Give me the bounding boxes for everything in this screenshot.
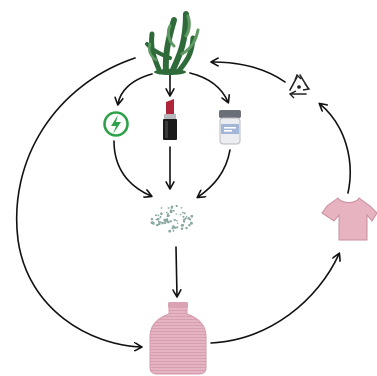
particle-dot	[177, 223, 178, 224]
particle-dot	[174, 219, 176, 221]
energy-icon	[105, 113, 128, 136]
particle-dot	[158, 215, 160, 217]
arrow-shirt-to-recycling	[320, 104, 350, 193]
arrow-container-to-particles	[198, 150, 230, 197]
particle-dot	[183, 218, 185, 220]
arrow-seaweed-to-bottle	[17, 58, 141, 347]
particle-dot	[160, 217, 161, 218]
particle-dot	[166, 212, 168, 214]
jar-icon	[219, 110, 241, 144]
particle-dot	[152, 222, 155, 225]
particle-dot	[181, 207, 183, 209]
particle-dot	[186, 216, 187, 217]
particle-dot	[171, 206, 173, 208]
particle-dot	[168, 230, 171, 233]
particle-dot	[168, 207, 170, 209]
particle-dot	[176, 226, 178, 228]
lipstick-icon	[163, 99, 177, 140]
seaweed-icon	[147, 14, 198, 75]
particle-dot	[161, 222, 164, 225]
particle-dot	[180, 214, 181, 215]
particle-dot	[183, 221, 185, 223]
particle-dot	[167, 215, 169, 217]
arrow-recycling-to-seaweed	[212, 62, 285, 82]
particle-dot	[155, 214, 157, 216]
particle-dot	[184, 212, 186, 214]
arrow-particles-to-bottle	[176, 247, 177, 296]
particle-dot	[158, 223, 161, 226]
particle-dot	[157, 218, 160, 221]
shirt-icon	[322, 198, 377, 240]
particle-dot	[151, 218, 153, 220]
particle-dot	[181, 227, 184, 230]
particle-dot	[182, 224, 184, 226]
particle-dot	[189, 225, 191, 227]
arrow-bottle-to-shirt	[211, 254, 339, 343]
arrow-seaweed-to-container	[190, 73, 228, 102]
particle-dot	[188, 217, 190, 219]
particle-dot	[160, 212, 163, 215]
particle-dot	[164, 222, 166, 224]
particle-dot	[176, 205, 178, 207]
particle-dot	[175, 213, 176, 214]
particle-dot	[190, 222, 193, 225]
particle-dot	[172, 225, 175, 228]
bottle-icon	[150, 302, 206, 374]
particle-dot	[165, 219, 168, 222]
particle-dot	[190, 215, 193, 218]
particle-dot	[170, 220, 172, 222]
particle-dot	[185, 227, 187, 229]
particle-dot	[167, 213, 169, 215]
recycle-icon	[290, 75, 309, 98]
particle-dot	[173, 230, 175, 232]
particle-dot	[161, 207, 163, 209]
particle-dot	[170, 209, 173, 212]
particle-dot	[182, 216, 184, 218]
particle-dot	[182, 212, 184, 214]
arrow-energy-to-particles	[114, 141, 151, 196]
particle-dot	[176, 220, 178, 222]
arrow-seaweed-to-energy	[118, 74, 152, 104]
particles-icon	[151, 205, 194, 233]
particle-dot	[173, 210, 175, 212]
